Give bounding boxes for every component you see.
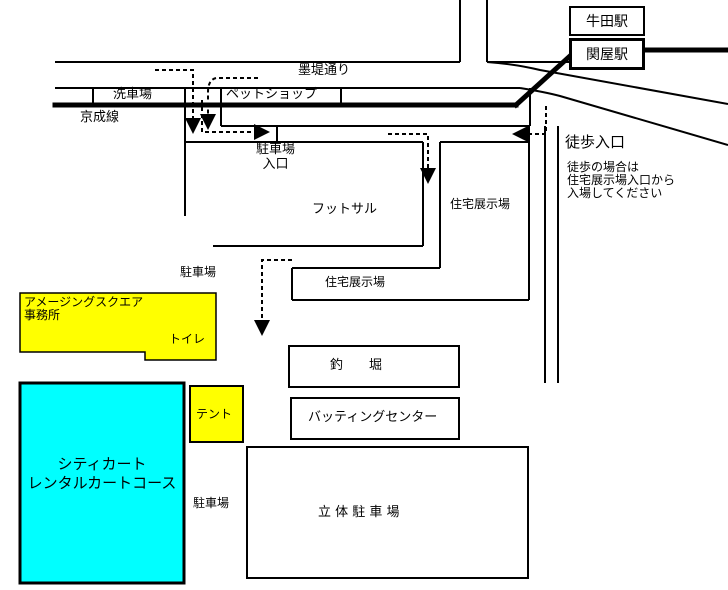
ushida-station[interactable]: 牛田駅 — [569, 6, 645, 36]
road-line — [486, 61, 728, 105]
housing-expo-label-1: 住宅展示場 — [450, 197, 511, 211]
route-arrow — [512, 106, 547, 142]
kart-course-shape — [18, 381, 186, 585]
keisei-rail — [512, 52, 574, 109]
office-label: アメージングスクエア 事務所 — [24, 295, 144, 323]
batting-center-shape — [290, 397, 460, 440]
route-arrow — [200, 77, 258, 130]
route-arrow — [254, 259, 292, 336]
route-arrow — [201, 100, 270, 140]
walk-note: 徒歩の場合は 住宅展示場入口から 入場してください — [567, 160, 676, 201]
car-wash-label: 洗車場 — [113, 87, 153, 102]
batting-center-label: バッティングセンター — [308, 410, 438, 425]
tent-shape — [189, 385, 244, 443]
futsal-label: フットサル — [312, 202, 378, 217]
kart-course-label: シティカート レンタルカートコース — [27, 455, 177, 492]
bokutei-dori-label: 墨堤通り — [298, 63, 351, 78]
parking-label-1: 駐車場 — [180, 265, 217, 279]
multistory-parking-label: 立 体 駐 車 場 — [318, 505, 400, 520]
fishing-pond-shape — [288, 345, 460, 388]
office-shape — [19, 292, 217, 361]
pet-shop-label: ペットショップ — [226, 87, 318, 102]
route-arrow — [155, 69, 201, 134]
parking-garage-shape — [246, 446, 529, 579]
housing-expo-label-2: 住宅展示場 — [325, 275, 386, 289]
tent-label: テント — [196, 407, 233, 421]
walk-entrance-label: 徒歩入口 — [565, 133, 626, 151]
toilet-label: トイレ — [169, 332, 206, 346]
road-line — [519, 87, 728, 146]
fishing-pond-label: 釣 堀 — [330, 358, 383, 373]
parking-entrance-label: 駐車場 入口 — [256, 142, 296, 172]
sekiya-station[interactable]: 関屋駅 — [569, 38, 645, 70]
parking-label-2: 駐車場 — [193, 496, 230, 510]
keisei-line-label: 京成線 — [80, 110, 120, 125]
